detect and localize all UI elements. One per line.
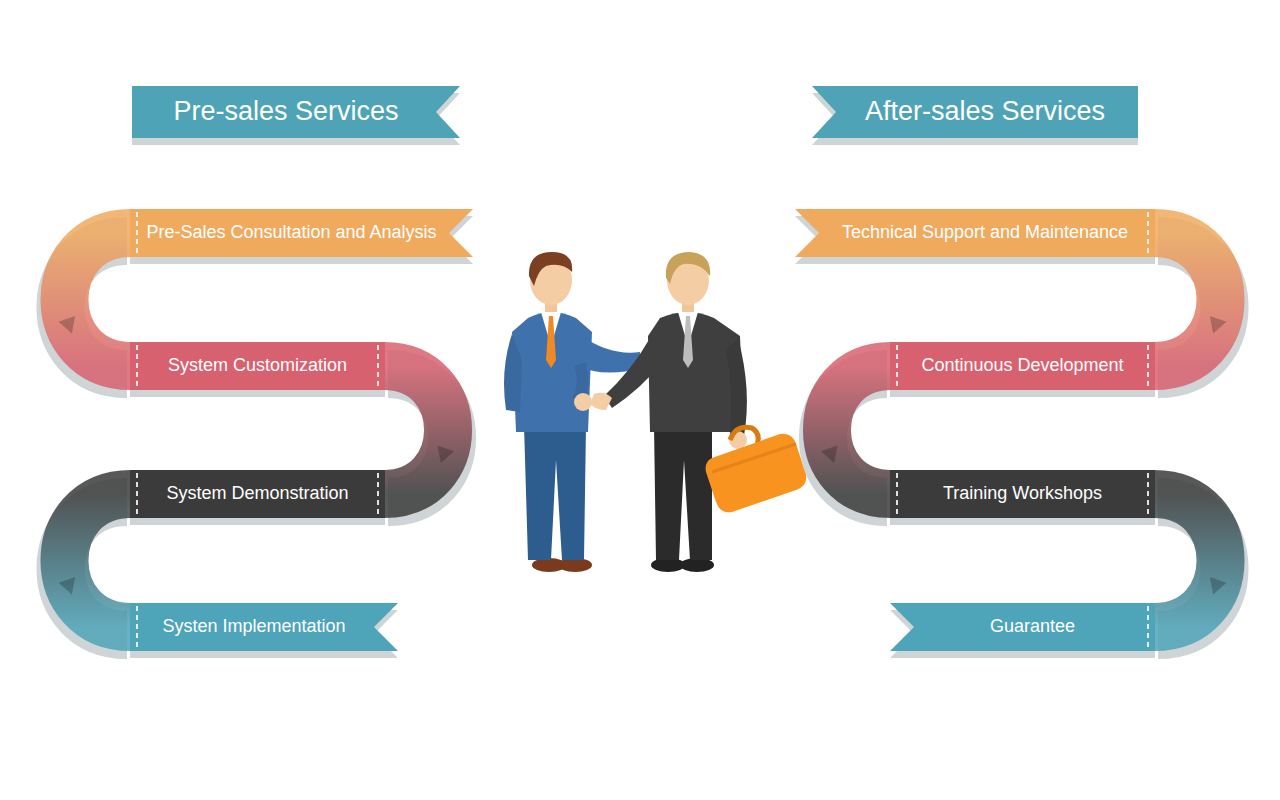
- step-ribbon: Continuous Development: [890, 342, 1155, 390]
- seam-dash: [377, 473, 379, 515]
- step-ribbon: Pre-Sales Consultation and Analysis: [130, 209, 473, 257]
- connector-band: [1154, 233, 1221, 366]
- step-label: Systen Implementation: [162, 617, 345, 637]
- step-label: System Customization: [168, 356, 347, 376]
- step-label: Pre-Sales Consultation and Analysis: [146, 223, 436, 243]
- step-label: Training Workshops: [943, 484, 1102, 504]
- curved-connector: [1154, 233, 1226, 374]
- step-ribbon: System Customization: [130, 342, 385, 390]
- arrowhead: [1210, 316, 1227, 333]
- banner-title: After-sales Services: [865, 97, 1105, 127]
- seam-dash: [1147, 606, 1149, 648]
- seam-dash: [1147, 212, 1149, 254]
- connector-band: [1154, 494, 1221, 627]
- step-label: Continuous Development: [921, 356, 1123, 376]
- arrowhead: [1210, 577, 1227, 594]
- step-ribbon: Training Workshops: [890, 470, 1155, 518]
- ribbon-fill: [890, 603, 1155, 651]
- ribbon-fill: [130, 342, 385, 390]
- ribbon-fill: [130, 603, 398, 651]
- seam-dash: [136, 345, 138, 387]
- section-banner: Pre-sales Services: [132, 86, 460, 138]
- briefcase: [706, 427, 807, 512]
- seam-dash: [896, 473, 898, 515]
- step-label: System Demonstration: [166, 484, 348, 504]
- seam-dash: [1147, 345, 1149, 387]
- seam-dash: [136, 606, 138, 648]
- step-label: Technical Support and Maintenance: [842, 223, 1128, 243]
- step-label: Guarantee: [990, 617, 1075, 637]
- ribbon-fill: [132, 86, 460, 138]
- ribbon-fill: [130, 209, 473, 257]
- curved-connector: [1154, 494, 1226, 635]
- ribbon-fill: [890, 470, 1155, 518]
- step-ribbon: Technical Support and Maintenance: [795, 209, 1155, 257]
- connector-band: [384, 366, 448, 494]
- ribbon-fill: [130, 470, 385, 518]
- ribbon-fill: [812, 86, 1138, 138]
- banner-title: Pre-sales Services: [173, 97, 398, 127]
- seam-dash: [896, 345, 898, 387]
- curved-connector: [384, 366, 454, 502]
- step-ribbon: Guarantee: [890, 603, 1155, 651]
- curved-connector: [821, 366, 891, 502]
- step-ribbon: System Demonstration: [130, 470, 385, 518]
- arrowhead: [821, 446, 838, 463]
- section-banner: After-sales Services: [812, 86, 1138, 138]
- arrowhead: [59, 316, 76, 333]
- seam-dash: [136, 473, 138, 515]
- businessman-blue: [504, 252, 642, 572]
- businessman-dark: [590, 252, 747, 572]
- arrowhead: [59, 577, 76, 594]
- ribbon-fill: [795, 209, 1155, 257]
- step-ribbon: Systen Implementation: [130, 603, 398, 651]
- arrowhead: [437, 446, 454, 463]
- connector-band: [64, 233, 131, 366]
- seam-dash: [136, 212, 138, 254]
- seam-dash: [1147, 473, 1149, 515]
- connector-band: [827, 366, 891, 494]
- seam-dash: [377, 345, 379, 387]
- curved-connector: [59, 233, 131, 374]
- ribbon-fill: [890, 342, 1155, 390]
- curved-connector: [59, 494, 131, 635]
- connector-band: [64, 494, 131, 627]
